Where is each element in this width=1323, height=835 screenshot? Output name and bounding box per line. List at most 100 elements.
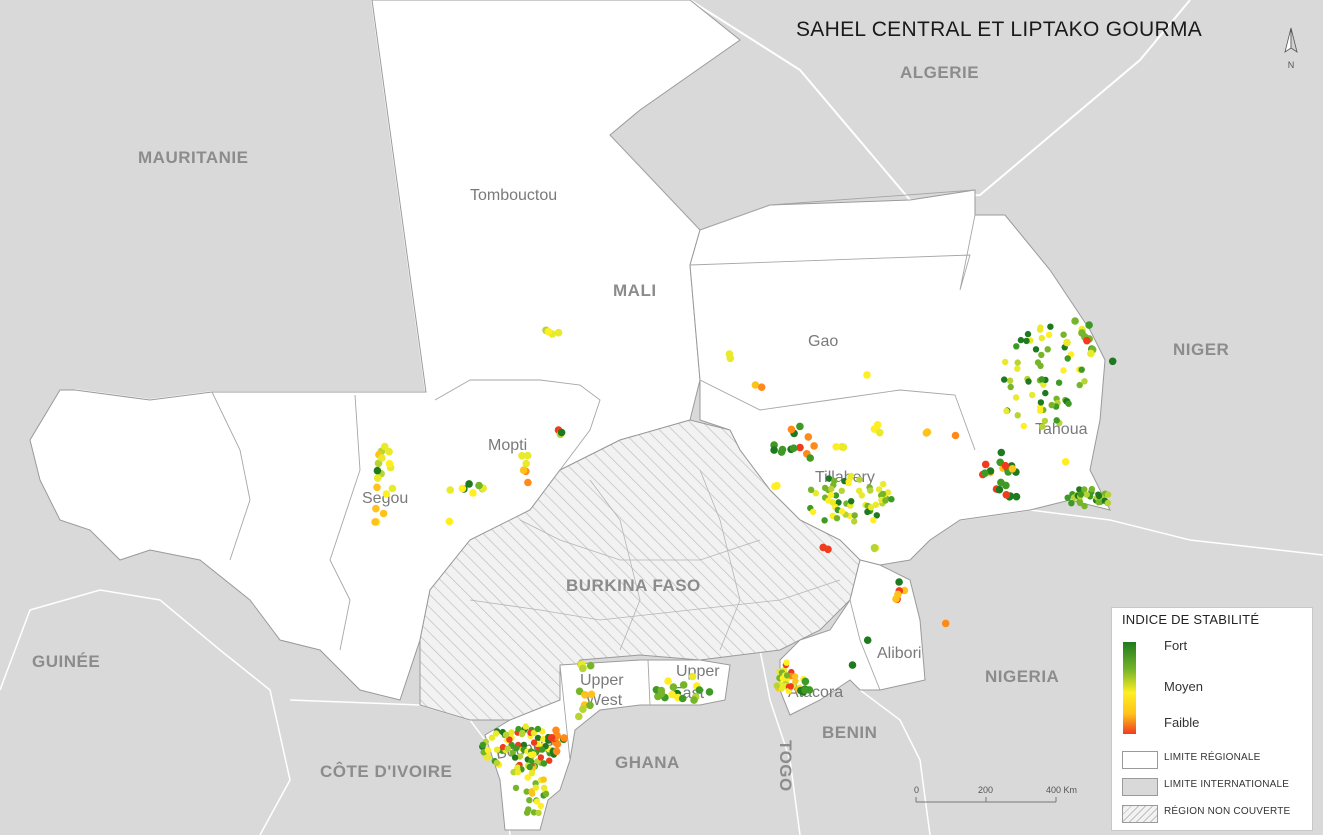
label-cote-ivoire: CÔTE D'IVOIRE: [320, 762, 452, 781]
stability-point-387: [552, 747, 561, 756]
stability-point-170: [1038, 351, 1045, 359]
stability-point-442: [783, 659, 790, 666]
stability-point-319: [540, 760, 548, 767]
stability-point-2: [554, 328, 563, 337]
stability-point-43: [557, 428, 566, 437]
stability-point-231: [1068, 500, 1075, 507]
stability-point-448: [783, 672, 791, 679]
stability-point-25: [379, 509, 388, 518]
stability-point-351: [528, 770, 536, 777]
stability-point-399: [587, 690, 596, 699]
stability-point-230: [1104, 499, 1112, 507]
stability-point-344: [504, 745, 511, 752]
stability-point-342: [493, 746, 501, 753]
stability-point-168: [1038, 376, 1046, 383]
stability-point-8: [863, 371, 871, 379]
stability-point-398: [586, 701, 594, 710]
stability-point-32: [446, 486, 455, 494]
regional-boundaries: [211, 134, 976, 761]
stability-point-58: [796, 422, 804, 431]
stability-point-401: [705, 688, 714, 696]
stability-point-53: [804, 433, 813, 441]
stability-point-384: [560, 734, 568, 742]
stability-point-125: [832, 443, 840, 451]
stability-point-243: [981, 460, 990, 469]
stability-point-388: [547, 734, 556, 742]
stability-point-461: [848, 661, 857, 669]
stability-point-182: [1065, 400, 1072, 407]
stability-point-84: [880, 480, 887, 488]
stability-point-70: [851, 518, 858, 525]
stability-point-403: [695, 686, 704, 694]
stability-point-320: [513, 745, 520, 752]
scale-tick-0: 0: [914, 785, 920, 795]
stability-point-232: [1077, 491, 1085, 498]
stability-point-415: [668, 690, 676, 699]
stability-point-39: [523, 451, 532, 460]
label-alibori: Alibori: [877, 645, 921, 662]
stability-point-465: [870, 544, 879, 552]
stability-point-29: [465, 480, 473, 488]
stability-point-166: [1044, 346, 1051, 353]
stability-point-215: [1095, 492, 1103, 500]
stability-point-114: [807, 486, 815, 493]
stability-point-78: [858, 492, 865, 499]
scale-bar: 0 200 400 Km: [912, 785, 1082, 824]
stability-point-174: [1023, 337, 1030, 345]
stability-point-34: [475, 481, 483, 490]
stability-point-265: [534, 734, 542, 742]
stability-point-374: [533, 798, 541, 805]
stability-point-187: [1025, 378, 1032, 385]
stability-point-435: [773, 682, 780, 689]
legend-international-text: LIMITE INTERNATIONALE: [1164, 779, 1290, 790]
stability-point-159: [1002, 358, 1009, 366]
stability-point-175: [1047, 323, 1054, 330]
stability-point-224: [1095, 499, 1102, 506]
stability-points: [371, 317, 1117, 817]
stability-point-202: [1087, 349, 1095, 358]
stability-point-458: [895, 578, 903, 586]
stability-point-454: [801, 686, 809, 694]
legend-regional-text: LIMITE RÉGIONALE: [1164, 752, 1261, 763]
stability-point-124: [839, 443, 848, 452]
stability-point-251: [1108, 357, 1117, 366]
stability-point-334: [508, 729, 515, 736]
stability-point-48: [787, 425, 796, 434]
stability-point-443: [792, 677, 799, 685]
color-ramp: [1123, 642, 1136, 734]
stability-point-287: [483, 754, 490, 761]
stability-point-6: [751, 381, 760, 389]
stability-point-102: [821, 517, 828, 524]
stability-point-352: [524, 774, 531, 781]
label-ghana: GHANA: [615, 753, 680, 772]
stability-point-172: [1014, 365, 1021, 372]
stability-point-467: [1061, 458, 1070, 466]
stability-point-37: [522, 459, 530, 468]
stability-point-396: [575, 712, 583, 721]
stability-point-104: [829, 499, 836, 506]
stability-point-103: [821, 484, 829, 492]
stability-point-355: [526, 797, 533, 804]
stability-point-252: [1083, 336, 1091, 345]
stability-point-60: [835, 499, 842, 506]
stability-point-288: [520, 741, 528, 749]
stability-point-5: [726, 354, 735, 363]
stability-point-156: [1041, 417, 1049, 425]
stability-point-189: [1045, 331, 1053, 339]
stability-point-137: [1006, 377, 1014, 384]
stability-point-120: [773, 481, 781, 490]
stability-point-35: [524, 478, 532, 487]
legend-uncovered-row: RÉGION NON COUVERTE: [1122, 802, 1308, 824]
label-nigeria: NIGERIA: [985, 667, 1059, 686]
stability-point-3: [544, 327, 553, 336]
stability-point-167: [1036, 407, 1044, 414]
stability-point-150: [1039, 423, 1046, 430]
stability-point-105: [838, 508, 846, 515]
stability-point-242: [997, 448, 1006, 457]
stability-point-321: [530, 729, 538, 737]
legend-title: INDICE DE STABILITÉ: [1122, 612, 1260, 627]
stability-point-441: [787, 683, 794, 690]
stability-point-24: [371, 518, 379, 526]
stability-point-378: [553, 740, 562, 748]
